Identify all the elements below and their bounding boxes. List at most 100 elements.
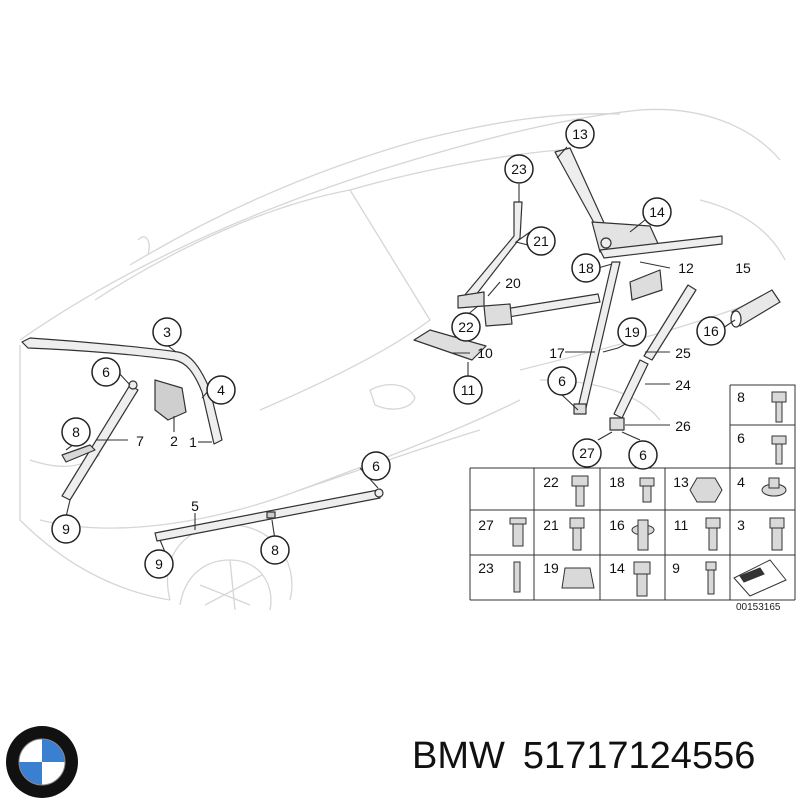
callout-label: 18 — [578, 260, 594, 276]
fastener-label-23: 23 — [478, 560, 494, 576]
callout-circle — [361, 451, 391, 481]
fastener-table — [469, 384, 796, 601]
callout-5: 5 — [191, 498, 199, 514]
callout-label: 13 — [572, 126, 588, 142]
callout-circle — [572, 438, 602, 468]
brand-caption: BMW 51717124556 — [412, 735, 755, 778]
fastener-icons — [509, 391, 787, 597]
callout-22: 22 — [451, 312, 481, 342]
callout-label: 10 — [477, 345, 493, 361]
callout-19: 19 — [617, 317, 647, 347]
callout-15: 15 — [735, 260, 751, 276]
callout-circle — [696, 316, 726, 346]
callout-label: 8 — [271, 542, 279, 558]
callout-26: 26 — [675, 418, 691, 434]
bmw-logo — [6, 726, 78, 798]
car-outline — [19, 108, 786, 611]
callout-circle — [260, 535, 290, 565]
callout-label: 24 — [675, 377, 691, 393]
callout-label: 19 — [624, 324, 640, 340]
callout-6: 6 — [628, 440, 658, 470]
callout-label: 8 — [72, 424, 80, 440]
diagram-code: 00153165 — [736, 602, 781, 613]
callout-11: 11 — [453, 375, 483, 405]
callout-14: 14 — [642, 197, 672, 227]
fastener-label-14: 14 — [609, 560, 625, 576]
fastener-label-9: 9 — [672, 560, 680, 576]
callout-circle — [206, 375, 236, 405]
callout-label: 6 — [558, 373, 566, 389]
callout-16: 16 — [696, 316, 726, 346]
callout-10: 10 — [477, 345, 493, 361]
callout-circle — [453, 375, 483, 405]
callout-23: 23 — [504, 154, 534, 184]
callout-label: 5 — [191, 498, 199, 514]
callout-7: 7 — [136, 433, 144, 449]
callout-label: 25 — [675, 345, 691, 361]
callout-label: 7 — [136, 433, 144, 449]
callout-label: 6 — [102, 364, 110, 380]
callout-27: 27 — [572, 438, 602, 468]
callout-6: 6 — [361, 451, 391, 481]
callout-circle — [617, 317, 647, 347]
callout-8: 8 — [61, 417, 91, 447]
callout-24: 24 — [675, 377, 691, 393]
callout-label: 22 — [458, 319, 474, 335]
callout-label: 11 — [461, 382, 476, 398]
fastener-label-4: 4 — [737, 474, 745, 490]
callout-label: 15 — [735, 260, 751, 276]
strut-13 — [554, 147, 606, 231]
callout-label: 27 — [579, 445, 595, 461]
callout-circle — [51, 514, 81, 544]
callout-2: 2 — [170, 433, 178, 449]
leader-lines — [65, 146, 736, 553]
callout-label: 14 — [649, 204, 665, 220]
brand-name: BMW — [412, 735, 505, 777]
callout-circle — [547, 366, 577, 396]
brace-12 — [599, 235, 723, 259]
callout-label: 9 — [155, 556, 163, 572]
callout-circle — [504, 154, 534, 184]
callout-label: 1 — [189, 434, 197, 450]
callout-circle — [152, 317, 182, 347]
fastener-label-11: 11 — [674, 517, 689, 533]
callout-25: 25 — [675, 345, 691, 361]
callout-label: 3 — [163, 324, 171, 340]
callout-label: 20 — [505, 275, 521, 291]
callout-label: 21 — [533, 233, 549, 249]
callout-6: 6 — [91, 357, 121, 387]
fastener-label-8: 8 — [737, 389, 745, 405]
callout-18: 18 — [571, 253, 601, 283]
callout-label: 16 — [703, 323, 719, 339]
callout-12: 12 — [678, 260, 694, 276]
callout-label: 4 — [217, 382, 225, 398]
fastener-label-21: 21 — [543, 517, 559, 533]
callout-17: 17 — [549, 345, 565, 361]
callout-circle — [61, 417, 91, 447]
callout-circle — [91, 357, 121, 387]
callout-13: 13 — [565, 119, 595, 149]
callout-circle — [565, 119, 595, 149]
fastener-label-16: 16 — [609, 517, 625, 533]
fastener-label-19: 19 — [543, 560, 559, 576]
callout-label: 9 — [62, 521, 70, 537]
part-number: 51717124556 — [522, 735, 756, 777]
callout-8: 8 — [260, 535, 290, 565]
callout-20: 20 — [505, 275, 521, 291]
fastener-label-27: 27 — [478, 517, 494, 533]
callout-circle — [642, 197, 672, 227]
callout-6: 6 — [547, 366, 577, 396]
strut-24 — [613, 359, 649, 419]
callout-circle — [526, 226, 556, 256]
callout-4: 4 — [206, 375, 236, 405]
callout-label: 26 — [675, 418, 691, 434]
callout-circle — [628, 440, 658, 470]
callout-label: 2 — [170, 433, 178, 449]
callout-label: 23 — [511, 161, 527, 177]
fastener-label-3: 3 — [737, 517, 745, 533]
callout-9: 9 — [51, 514, 81, 544]
callout-circle — [144, 549, 174, 579]
